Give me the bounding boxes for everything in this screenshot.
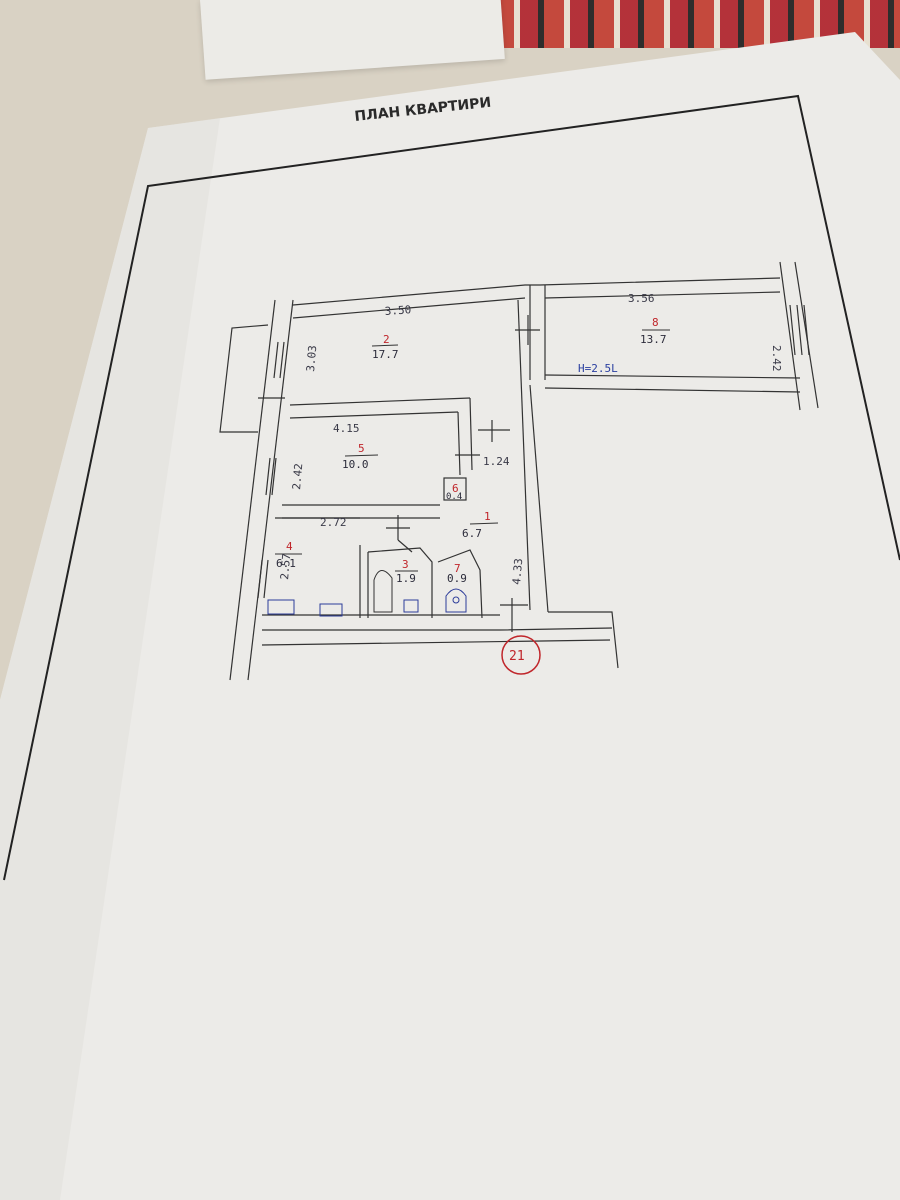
dim-room4-depth: 2.57: [278, 553, 293, 581]
room-area-4: 6.1: [276, 557, 296, 570]
dimension-labels: 3.50 3.03 3.56 2.42 H=2.5L 4.15 2.42 1.2…: [278, 292, 783, 585]
dim-room5-width: 4.15: [333, 422, 360, 435]
paper-shadow: [0, 118, 220, 1200]
dim-room1-depth: 4.33: [510, 558, 525, 586]
window-room5: [265, 457, 277, 496]
room-number-2: 2: [383, 333, 390, 346]
room-number-6: 6: [452, 482, 459, 495]
dim-room2-width: 3.50: [384, 303, 411, 318]
dim-room4-width: 2.72: [320, 516, 347, 529]
room-labels: 2 17.7 8 13.7 5 10.0 6 0.4 1 6.7 4 6.1 3: [275, 316, 670, 585]
room-number-5: 5: [358, 442, 365, 455]
room-area-2: 17.7: [372, 348, 399, 361]
room-number-8: 8: [652, 316, 659, 329]
room-area-8: 13.7: [640, 333, 667, 346]
sink-icon: [319, 603, 343, 617]
walls: [219, 261, 819, 681]
window-room2: [273, 341, 285, 379]
room-area-3: 1.9: [396, 572, 416, 585]
room-area-1: 6.7: [462, 527, 482, 540]
entrance-circle: [501, 635, 541, 675]
room-area-5: 10.0: [342, 458, 369, 471]
windows: [257, 304, 810, 599]
entrance-marker: 21: [501, 635, 541, 675]
ceiling-height-note: H=2.5L: [578, 362, 618, 375]
room-number-3: 3: [402, 558, 409, 571]
room-number-4: 4: [286, 540, 293, 553]
entrance-number: 21: [509, 649, 525, 664]
window-room4: [257, 559, 269, 599]
dim-room5-depth: 2.42: [290, 463, 305, 491]
bathtub-icon: [373, 570, 393, 613]
fixtures: [267, 570, 467, 617]
sheet-border: [3, 94, 900, 881]
doors: [258, 315, 540, 632]
dim-room8-depth: 2.42: [770, 345, 783, 372]
toilet-bowl-icon: [452, 596, 460, 604]
paper-surface: [0, 32, 900, 1200]
room-number-1: 1: [484, 510, 491, 523]
room-area-6: 0.4: [446, 492, 462, 502]
window-room8: [789, 304, 810, 356]
dim-corridor-width: 1.24: [483, 455, 510, 468]
washbasin-icon: [403, 599, 419, 613]
stove-icon: [267, 599, 295, 615]
toilet-icon: [445, 588, 467, 613]
room-number-7: 7: [454, 562, 461, 575]
dim-room2-depth: 3.03: [304, 345, 319, 373]
dim-room8-width: 3.56: [628, 292, 655, 305]
room-area-7: 0.9: [447, 572, 467, 585]
